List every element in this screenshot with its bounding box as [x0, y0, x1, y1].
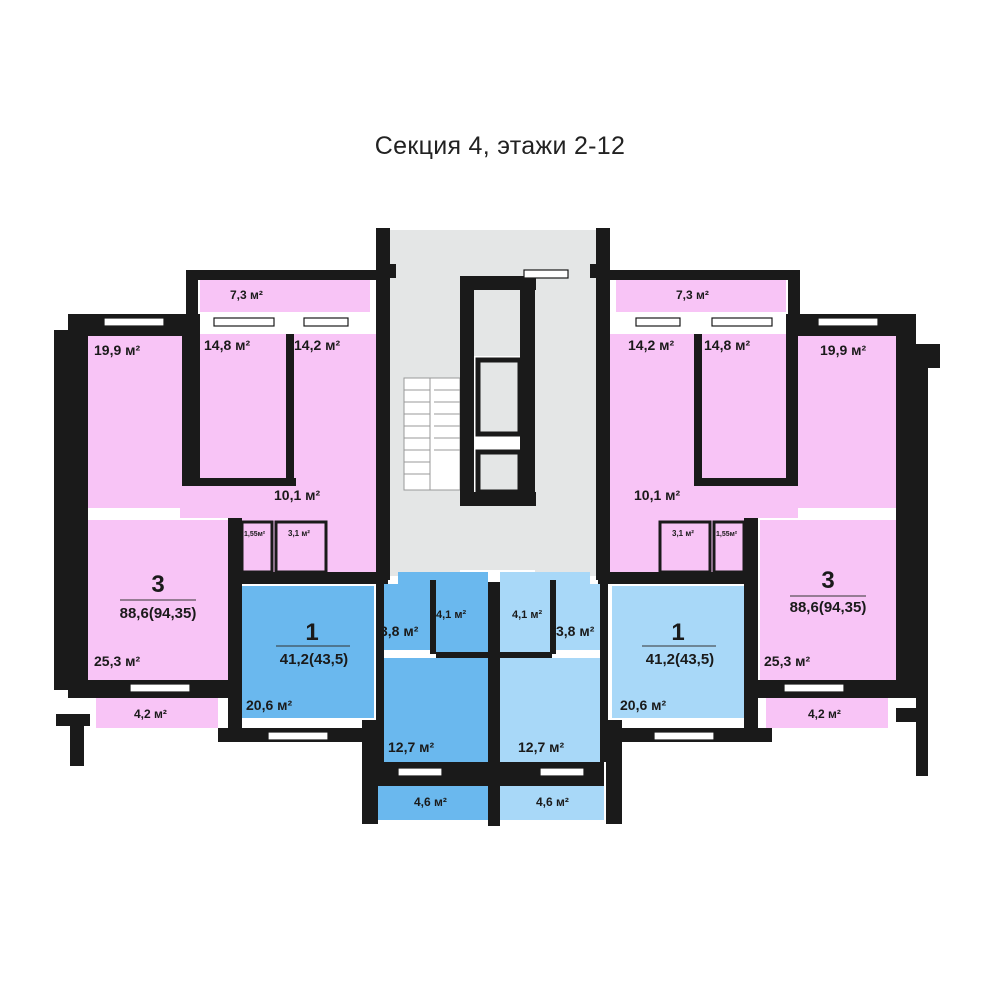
corridor-bottom [390, 495, 596, 570]
label-l-room-148: 14,8 м² [204, 337, 250, 353]
hall-left1 [398, 572, 488, 586]
loggia-right1 [500, 786, 604, 820]
label-r-wc: 1,55м² [716, 531, 738, 538]
walls [54, 228, 940, 826]
stair-steps [404, 378, 460, 490]
kitchen-left-14-2 [292, 334, 376, 478]
bath-right1 [500, 584, 552, 654]
label-l1-total: 41,2(43,5) [280, 651, 348, 668]
room-right-14-8 [700, 334, 786, 478]
label-l1-kitchen: 12,7 м² [388, 739, 434, 755]
room-left-14-8 [200, 334, 286, 478]
label-l-room-253: 25,3 м² [94, 653, 140, 669]
windows [103, 269, 879, 777]
stair-flight [403, 377, 461, 491]
label-r-room-199: 19,9 м² [820, 342, 866, 358]
elevator-shaft-2 [475, 449, 523, 495]
apartment-left-3room [88, 278, 384, 728]
label-l1-loggia: 4,6 м² [414, 795, 447, 809]
apartment-right-1room [500, 572, 744, 820]
bath-left1 [434, 584, 488, 654]
loggia-left1 [378, 786, 488, 820]
closet-right1 [554, 584, 608, 650]
bath-right [658, 520, 712, 574]
hall-right1 [500, 572, 590, 586]
label-l-rooms: 3 [151, 571, 164, 598]
label-r-bath: 3,1 м² [672, 529, 694, 538]
label-r1-closet: 3,8 м² [556, 623, 595, 639]
room-left1-20-6 [242, 586, 374, 718]
closet-left1 [378, 584, 432, 650]
label-r-room-148: 14,8 м² [704, 337, 750, 353]
label-r1-kitchen: 12,7 м² [518, 739, 564, 755]
wc-right [712, 520, 746, 574]
kitchen-left1 [384, 658, 488, 762]
label-r-loggia-top: 7,3 м² [676, 288, 709, 302]
room-right1-20-6 [612, 586, 744, 718]
label-r1-total: 41,2(43,5) [646, 651, 714, 668]
label-l1-closet: 3,8 м² [380, 623, 419, 639]
bath-left [274, 520, 328, 574]
loggia-right-top [616, 278, 786, 312]
plan-title: Секция 4, этажи 2-12 [374, 132, 626, 160]
room-left-19-9 [88, 336, 182, 508]
label-r-room-253: 25,3 м² [764, 653, 810, 669]
label-l1-bath: 4,1 м² [436, 609, 466, 621]
apartment-left-1room [242, 572, 488, 820]
label-r1-bath: 4,1 м² [512, 609, 542, 621]
label-l-loggia-42: 4,2 м² [134, 707, 167, 721]
label-r1-loggia: 4,6 м² [536, 795, 569, 809]
loggia-left-top [200, 278, 370, 312]
kitchen-right-14-2 [610, 334, 694, 478]
room-right-19-9 [798, 336, 896, 508]
label-l1-rooms: 1 [305, 619, 318, 646]
loggia-left-42 [96, 698, 218, 728]
label-l-wc: 1,55м² [244, 531, 266, 538]
label-r-total: 88,6(94,35) [790, 599, 867, 616]
label-r-rooms: 3 [821, 567, 834, 594]
label-r-hall-101: 10,1 м² [634, 487, 680, 503]
label-l-kitchen-142: 14,2 м² [294, 337, 340, 353]
room-right-25-3 [760, 520, 896, 682]
label-l-total: 88,6(94,35) [120, 605, 197, 622]
label-l-loggia-top: 7,3 м² [230, 288, 263, 302]
label-r-loggia-42: 4,2 м² [808, 707, 841, 721]
label-l-bath: 3,1 м² [288, 529, 310, 538]
label-r1-room-206: 20,6 м² [620, 697, 666, 713]
label-l-room-199: 19,9 м² [94, 342, 140, 358]
label-l1-room-206: 20,6 м² [246, 697, 292, 713]
label-l-hall-101: 10,1 м² [274, 487, 320, 503]
label-r-kitchen-142: 14,2 м² [628, 337, 674, 353]
room-left-25-3 [88, 520, 228, 682]
stair-shaft-top [390, 230, 596, 276]
kitchen-right1 [500, 658, 604, 762]
loggia-right-42 [766, 698, 888, 728]
wc-left [240, 520, 274, 574]
elevator-shaft-1 [475, 357, 523, 437]
label-r1-rooms: 1 [671, 619, 684, 646]
